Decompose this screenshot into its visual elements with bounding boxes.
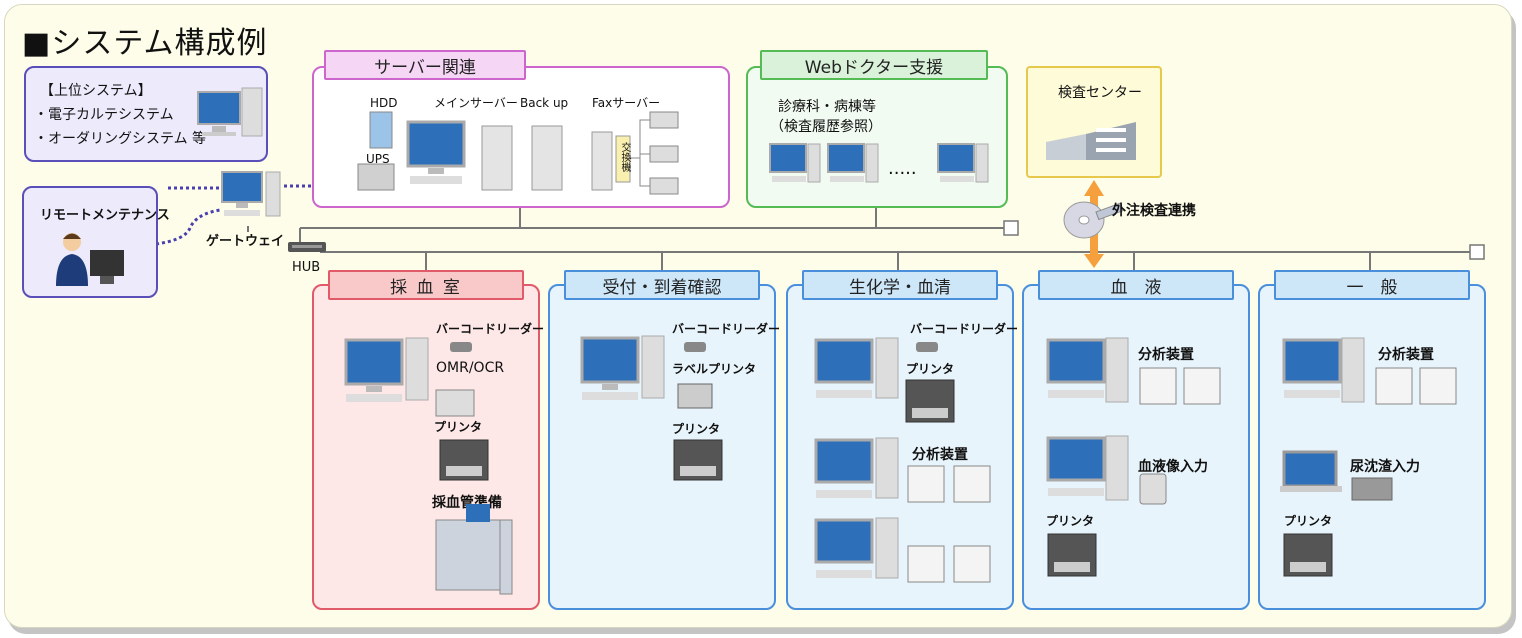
test-center-box: 検査センター	[1026, 66, 1162, 178]
blood-draw-label: 採 血 室	[328, 270, 524, 300]
urine-input-label: 尿沈渣入力	[1350, 459, 1420, 475]
general-devices-icon	[1280, 337, 1457, 577]
web-doctor-line2: （検査履歴参照）	[770, 119, 882, 135]
blood-draw-devices-icon	[344, 337, 513, 595]
general-printer-label: プリンタ	[1284, 514, 1333, 528]
label-printer-label: ラベルプリンタ	[672, 362, 757, 376]
biochem-label: 生化学・血清	[802, 270, 998, 300]
building-icon	[1046, 122, 1136, 160]
main-server-label: メインサーバー	[434, 96, 518, 110]
fax-server-label: Faxサーバー	[592, 96, 661, 110]
upper-system-box: 【上位システム】 ・電子カルテシステム ・オーダリングシステム 等	[24, 66, 268, 162]
reception-label: 受付・到着確認	[564, 270, 760, 300]
web-doctor-dots: .....	[888, 158, 917, 179]
biochem-analyzer-label: 分析装置	[912, 447, 968, 463]
hub-label: HUB	[292, 260, 321, 275]
blood-draw-printer-label: プリンタ	[434, 420, 483, 434]
reception-devices-icon	[580, 335, 723, 481]
omr-label: OMR/OCR	[436, 360, 505, 376]
blood-image-input-label: 血液像入力	[1138, 459, 1208, 475]
operator-icon	[56, 233, 124, 286]
web-doctor-label: Webドクター支援	[760, 50, 988, 80]
gateway-pc-icon	[221, 171, 281, 217]
web-doctor-pcs-icon	[769, 143, 989, 183]
blood-devices-icon	[1046, 337, 1221, 577]
hdd-label: HDD	[370, 96, 398, 110]
test-center-label: 検査センター	[1058, 85, 1142, 101]
page-title: ■システム構成例	[22, 26, 268, 61]
gateway-label: ゲートウェイ	[206, 234, 285, 249]
upper-system-heading: 【上位システム】	[40, 83, 152, 99]
upper-system-line1: ・電子カルテシステム	[34, 107, 174, 123]
remote-maintenance-label: リモートメンテナンス	[40, 208, 170, 223]
blood-printer-label: プリンタ	[1046, 514, 1095, 528]
biochem-devices-icon	[814, 337, 991, 583]
remote-maintenance-box: リモートメンテナンス	[22, 186, 170, 298]
backup-label: Back up	[520, 96, 569, 110]
hub-icon	[288, 242, 326, 252]
general-label: 一 般	[1274, 270, 1470, 300]
switch-label: 交換機	[619, 142, 630, 172]
reception-printer-label: プリンタ	[672, 422, 721, 436]
blood-label: 血 液	[1038, 270, 1234, 300]
ups-label: UPS	[366, 152, 390, 166]
reception-barcode-label: バーコードリーダー	[672, 322, 781, 336]
desktop-pc-icon	[197, 87, 263, 137]
disc-icon	[1063, 201, 1124, 239]
server-devices-icon	[357, 111, 679, 195]
server-label: サーバー関連	[324, 50, 526, 80]
upper-system-line2: ・オーダリングシステム 等	[34, 131, 207, 147]
blood-draw-barcode-label: バーコードリーダー	[436, 322, 545, 336]
web-doctor-line1: 診療科・病棟等	[778, 99, 876, 115]
general-analyzer-label: 分析装置	[1378, 347, 1434, 363]
blood-analyzer-label: 分析装置	[1138, 347, 1194, 363]
biochem-barcode-label: バーコードリーダー	[910, 322, 1019, 336]
outsourced-link-label: 外注検査連携	[1112, 203, 1196, 219]
biochem-printer-label: プリンタ	[906, 362, 955, 376]
